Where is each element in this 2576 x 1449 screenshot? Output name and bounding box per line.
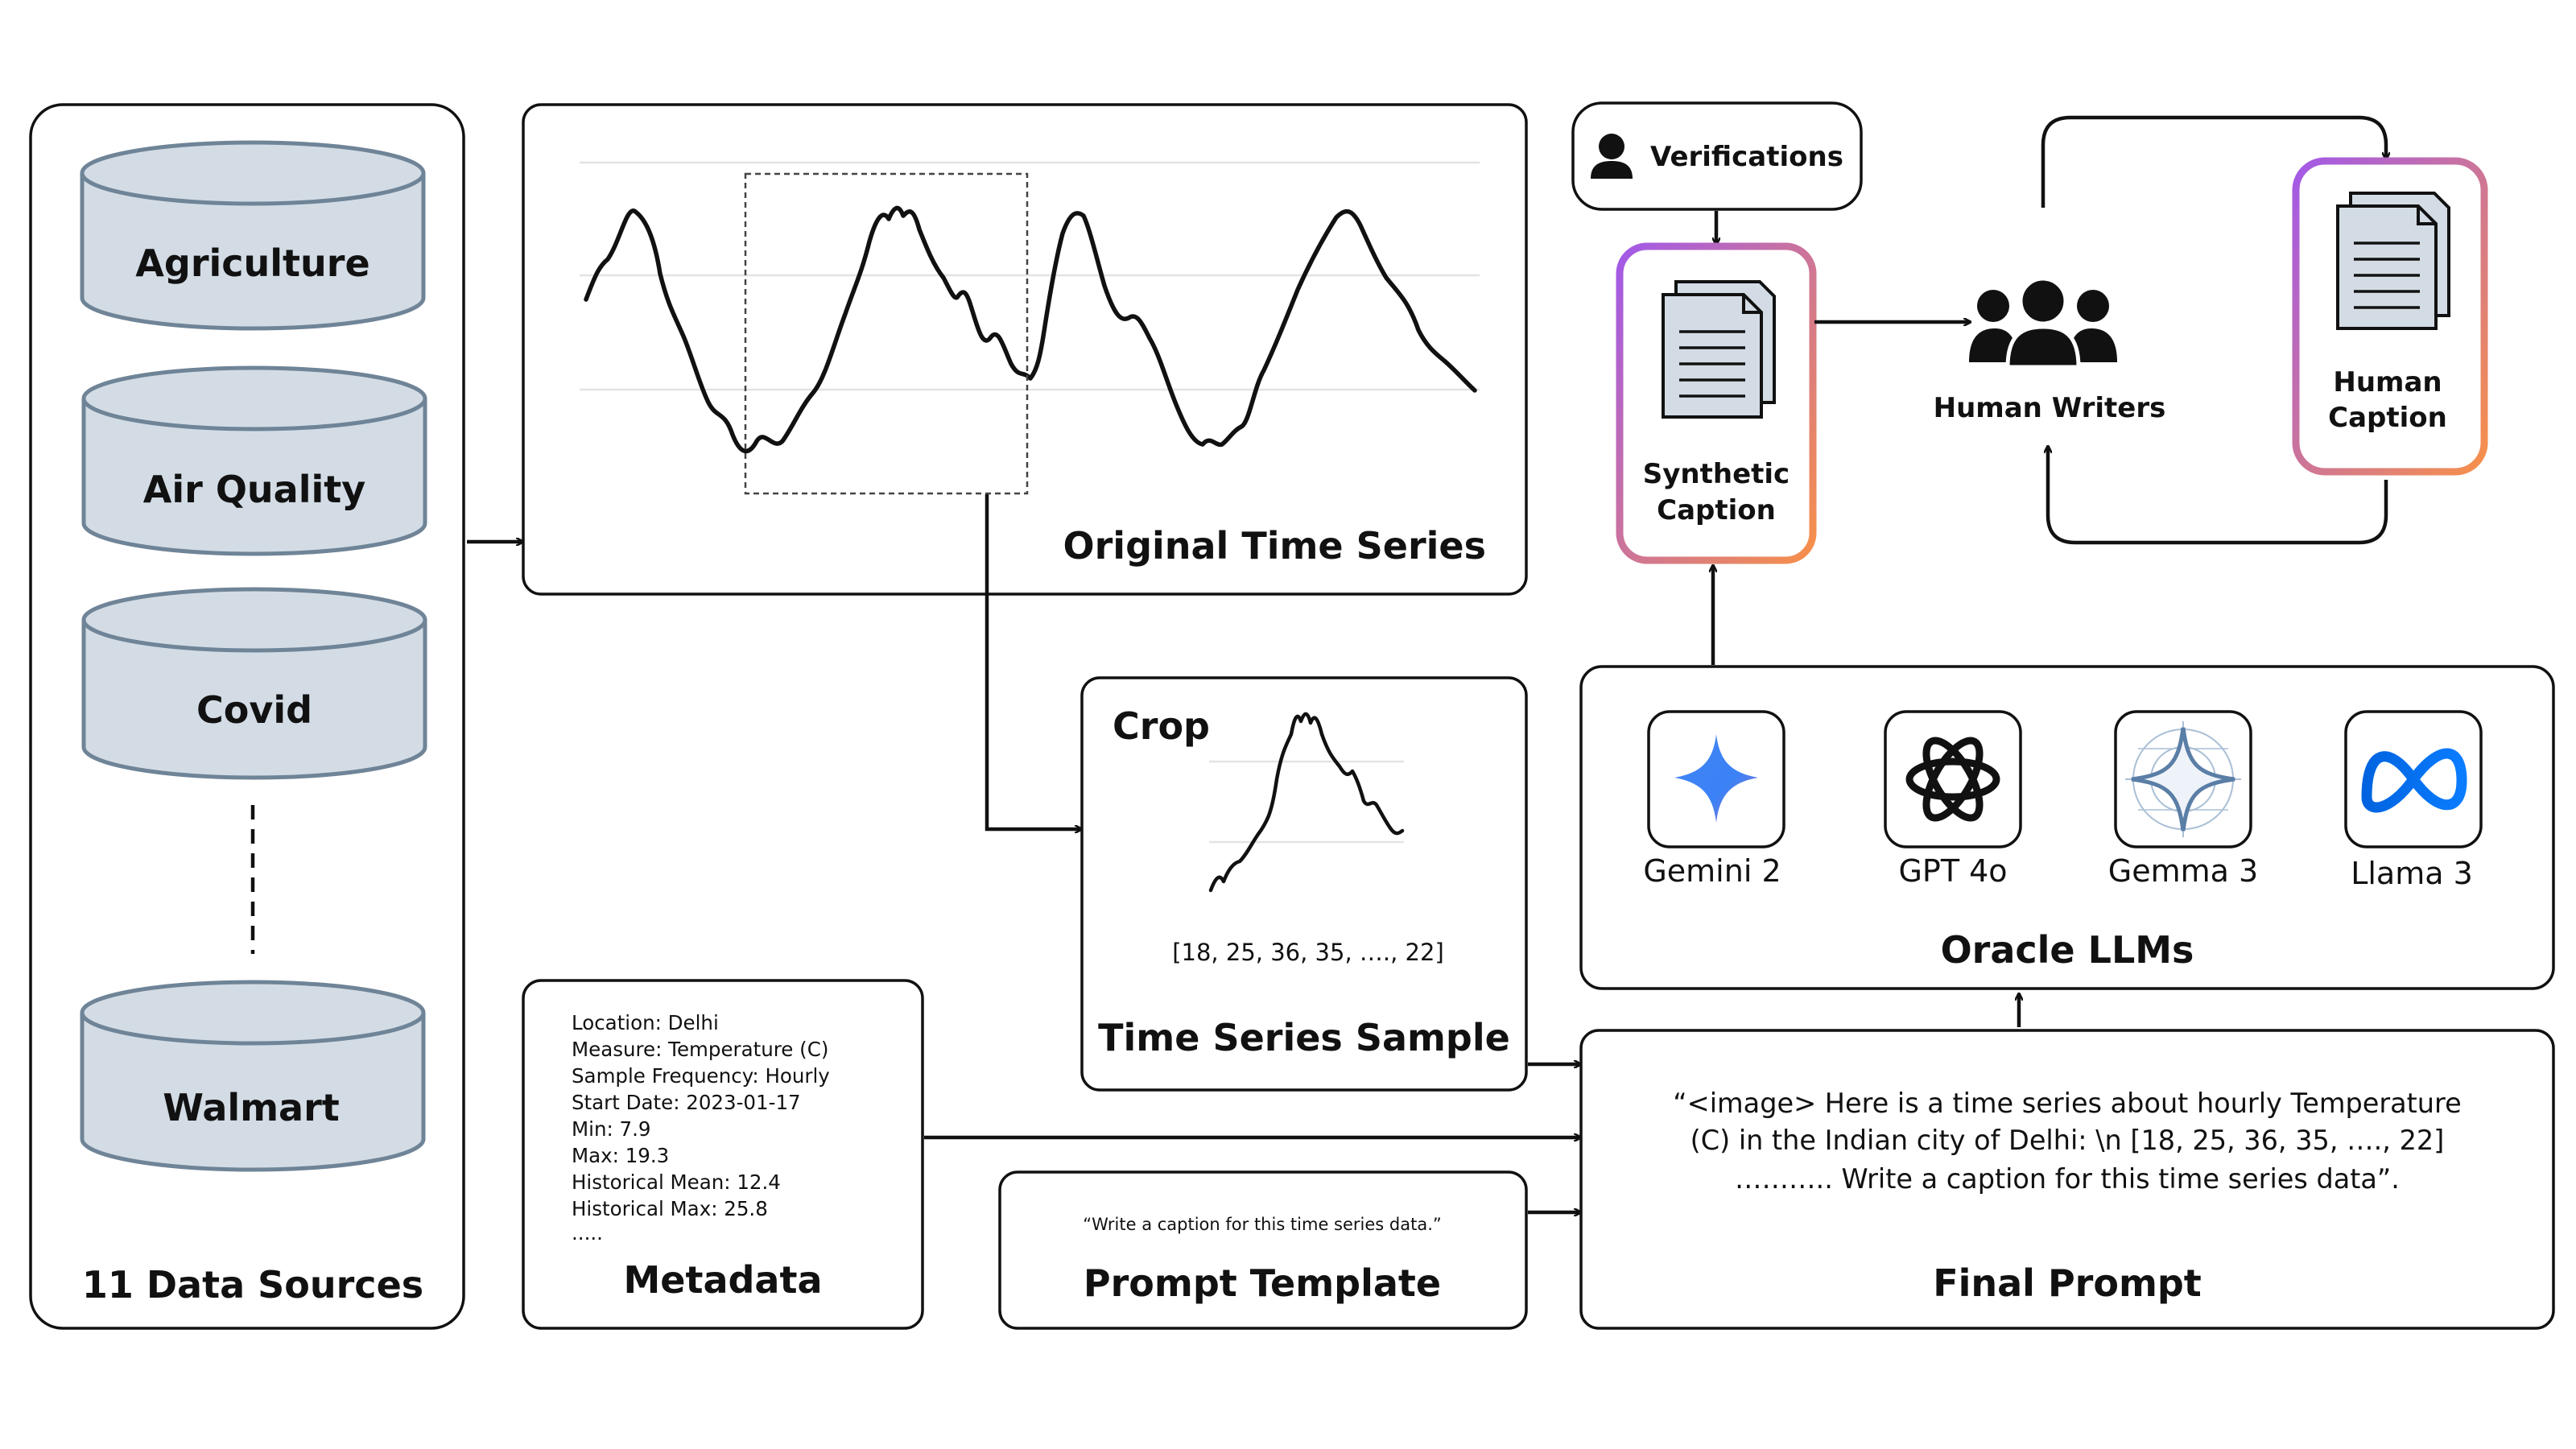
arrow-human-caption-to-writers	[2048, 448, 2388, 545]
metadata-line: Measure: Temperature (C)	[572, 1038, 828, 1061]
prompt-template-panel: “Write a caption for this time series da…	[998, 1170, 1528, 1330]
oracle-llms-panel: Gemini 2 GPT 4o Gemma 3	[1579, 665, 2555, 990]
model-name: Gemma 3	[2108, 853, 2258, 889]
gemma-icon	[2125, 721, 2241, 837]
metadata-line: Location: Delhi	[572, 1011, 719, 1034]
model-gemini: Gemini 2	[1643, 710, 1785, 889]
cropped-series-line	[1208, 712, 1405, 893]
synthetic-caption-line2: Caption	[1657, 494, 1776, 526]
document-icon	[1662, 280, 1776, 419]
human-caption-box: Human Caption	[2292, 157, 2488, 476]
metadata-line: Min: 7.9	[572, 1117, 650, 1141]
synthetic-caption-line1: Synthetic	[1643, 458, 1790, 490]
verifications-box: Verifications	[1571, 101, 1863, 211]
final-prompt-line: “<image> Here is a time series about hou…	[1673, 1088, 2461, 1119]
human-writers: Human Writers	[1934, 276, 2166, 424]
original-series-line	[584, 205, 1477, 454]
human-writers-label: Human Writers	[1934, 392, 2166, 424]
data-source-label: Covid	[196, 688, 312, 732]
group-icon	[1969, 276, 2117, 369]
data-sources-title: 11 Data Sources	[82, 1263, 423, 1307]
model-name: Gemini 2	[1643, 853, 1781, 889]
final-prompt-line: ……….. Write a caption for this time seri…	[1735, 1163, 2400, 1195]
data-sources-panel: Agriculture Air Quality Covid Walmart 11…	[29, 103, 465, 1330]
data-source-label: Walmart	[163, 1086, 340, 1129]
arrow-crop-to-sample	[985, 494, 1080, 829]
metadata-line: Start Date: 2023-01-17	[572, 1091, 801, 1114]
crop-label: Crop	[1113, 704, 1210, 748]
model-name: Llama 3	[2351, 856, 2473, 891]
metadata-panel: Location: Delhi Measure: Temperature (C)…	[522, 979, 924, 1330]
metadata-line: Historical Max: 25.8	[572, 1197, 768, 1220]
model-name: GPT 4o	[1898, 853, 2007, 889]
metadata-line: .....	[572, 1221, 603, 1245]
prompt-template-text: “Write a caption for this time series da…	[1083, 1215, 1442, 1234]
arrow-writers-to-human-caption	[2041, 115, 2386, 208]
person-icon	[1591, 134, 1633, 179]
synthetic-caption-box: Synthetic Caption	[1616, 242, 1817, 564]
original-series-panel: Original Time Series	[522, 103, 1528, 596]
metadata-line: Historical Mean: 12.4	[572, 1170, 781, 1194]
metadata-title: Metadata	[623, 1258, 822, 1302]
model-llama-3: Llama 3	[2344, 710, 2483, 891]
gemini-icon	[1674, 734, 1758, 823]
data-source-label: Agriculture	[135, 242, 369, 285]
cylinder-covid: Covid	[81, 587, 427, 780]
prompt-template-title: Prompt Template	[1084, 1261, 1441, 1305]
time-series-sample-title: Time Series Sample	[1098, 1016, 1510, 1059]
final-prompt-title: Final Prompt	[1933, 1261, 2202, 1305]
verifications-label: Verifications	[1650, 141, 1843, 173]
time-series-sample-panel: Crop [18, 25, 36, 35, …., 22] Time Serie…	[1080, 676, 1528, 1092]
openai-icon	[1905, 737, 2000, 822]
crop-selection-box	[744, 172, 1029, 495]
cylinder-agriculture: Agriculture	[80, 140, 426, 331]
final-prompt-panel: “<image> Here is a time series about hou…	[1579, 1029, 2555, 1330]
human-caption-line2: Caption	[2328, 402, 2447, 434]
final-prompt-line: (C) in the Indian city of Delhi: \n [18,…	[1690, 1125, 2445, 1156]
metadata-line: Sample Frequency: Hourly	[572, 1064, 830, 1088]
meta-icon	[2361, 748, 2467, 813]
cylinder-walmart: Walmart	[80, 980, 426, 1172]
data-source-label: Air Quality	[143, 468, 365, 511]
oracle-llms-title: Oracle LLMs	[1941, 928, 2194, 972]
document-icon	[2336, 192, 2450, 330]
human-caption-line1: Human	[2333, 366, 2442, 398]
sample-sequence: [18, 25, 36, 35, …., 22]	[1172, 939, 1444, 966]
metadata-line: Max: 19.3	[572, 1144, 669, 1167]
model-gpt-4o: GPT 4o	[1884, 710, 2022, 889]
original-series-title: Original Time Series	[1063, 524, 1486, 568]
model-gemma-3: Gemma 3	[2108, 710, 2258, 889]
cylinder-air-quality: Air Quality	[81, 365, 427, 556]
